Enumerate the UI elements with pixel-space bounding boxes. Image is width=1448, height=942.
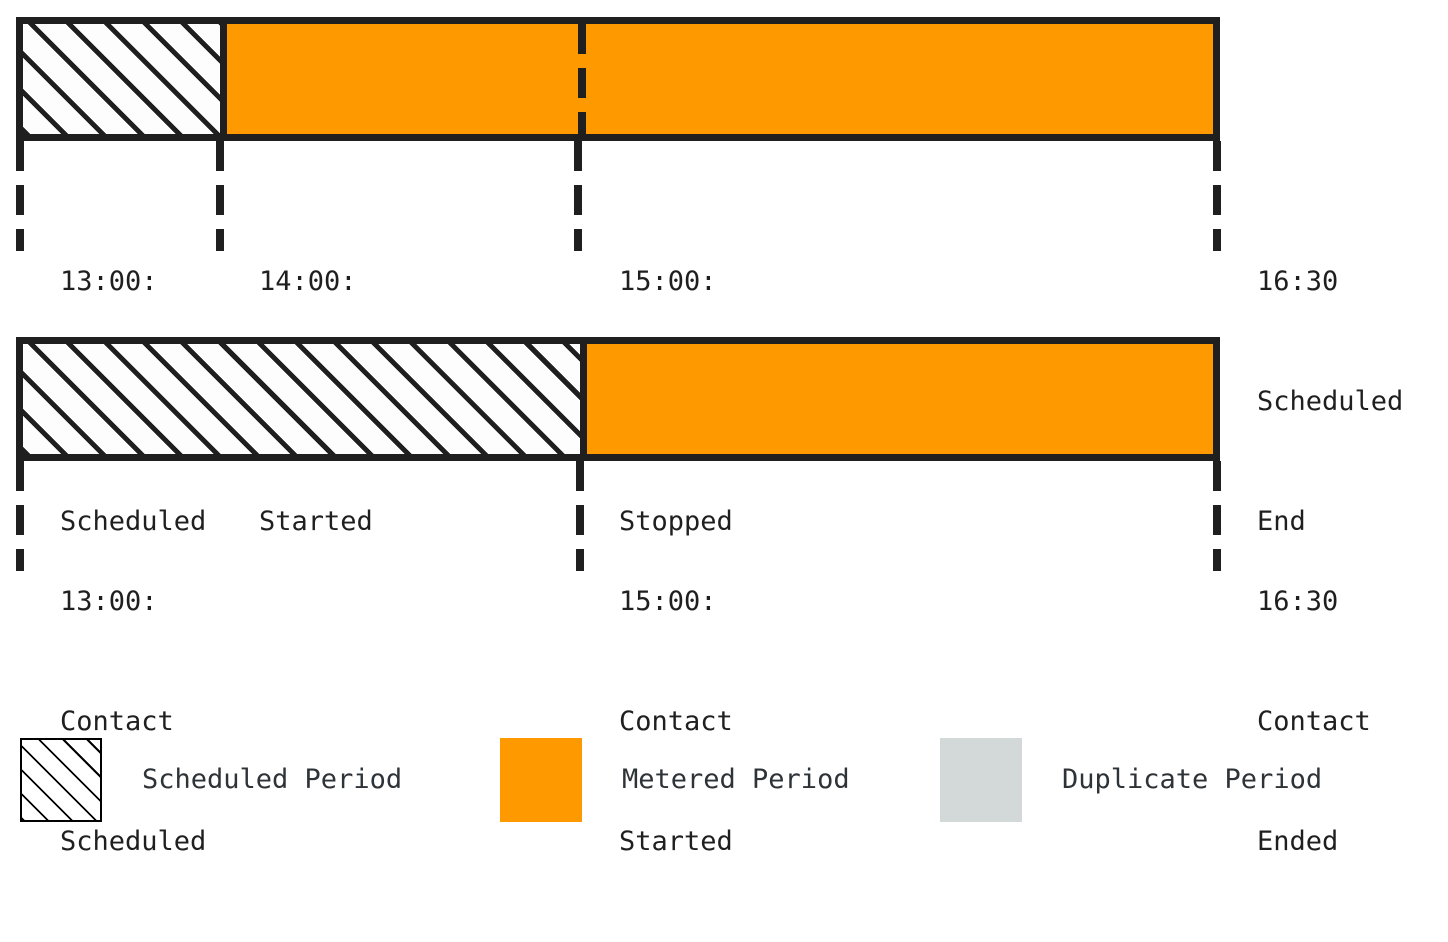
event-time: 15:00: <box>619 586 717 617</box>
tick-16-30-timeline1 <box>1213 141 1221 251</box>
event-line3: Ended <box>1257 826 1339 857</box>
legend-label-metered: Metered Period <box>622 764 850 795</box>
legend-item-duplicate: Duplicate Period <box>940 738 1322 822</box>
event-line3: Scheduled <box>60 826 207 857</box>
event-line2: Contact <box>60 706 174 737</box>
segment-metered-period <box>227 24 1213 134</box>
tick-15-00-timeline2 <box>576 461 584 571</box>
event-time: 15:00: <box>619 266 717 297</box>
event-line3: Started <box>619 826 733 857</box>
event-line3: End <box>1257 506 1306 537</box>
event-time: 13:00: <box>60 266 158 297</box>
event-label-13-00-timeline2: 13:00: Contact Scheduled <box>60 502 206 942</box>
segment-scheduled-period <box>23 344 587 454</box>
divider-dashed-15-00 <box>578 24 586 134</box>
event-label-15-00-timeline2: 15:00: Contact Started <box>619 502 733 942</box>
legend-label-duplicate: Duplicate Period <box>1062 764 1323 795</box>
legend-swatch-scheduled-icon <box>20 738 102 822</box>
event-line2: Scheduled <box>1257 386 1404 417</box>
segment-scheduled-period <box>23 24 227 134</box>
legend-item-metered: Metered Period <box>500 738 850 822</box>
tick-13-00-timeline2 <box>16 461 24 571</box>
event-time: 14:00: <box>259 266 357 297</box>
legend-swatch-duplicate-icon <box>940 738 1022 822</box>
event-label-16-30-timeline1: 16:30 Scheduled End <box>1257 182 1403 622</box>
event-time: 16:30 <box>1257 266 1339 297</box>
event-time: 13:00: <box>60 586 158 617</box>
timeline-diagram: 13:00: Contact Scheduled 14:00: Contact … <box>16 17 1403 857</box>
tick-16-30-timeline2 <box>1213 461 1221 571</box>
legend-swatch-metered-icon <box>500 738 582 822</box>
segment-metered-period <box>587 344 1213 454</box>
event-line3: Stopped <box>619 506 733 537</box>
event-time: 16:30 <box>1257 586 1339 617</box>
tick-13-00-timeline1 <box>16 141 24 251</box>
tick-14-00-timeline1 <box>216 141 224 251</box>
event-line2: Contact <box>1257 706 1371 737</box>
legend-label-scheduled: Scheduled Period <box>142 764 403 795</box>
timeline-bar-stopped-early <box>16 17 1220 141</box>
event-line3: Scheduled <box>60 506 207 537</box>
legend-item-scheduled: Scheduled Period <box>20 738 402 822</box>
timeline-bar-started-late <box>16 337 1220 461</box>
event-label-16-30-timeline2: 16:30 Contact Ended <box>1257 502 1371 942</box>
event-line3: Started <box>259 506 373 537</box>
tick-15-00-timeline1 <box>574 141 582 251</box>
event-line2: Contact <box>619 706 733 737</box>
